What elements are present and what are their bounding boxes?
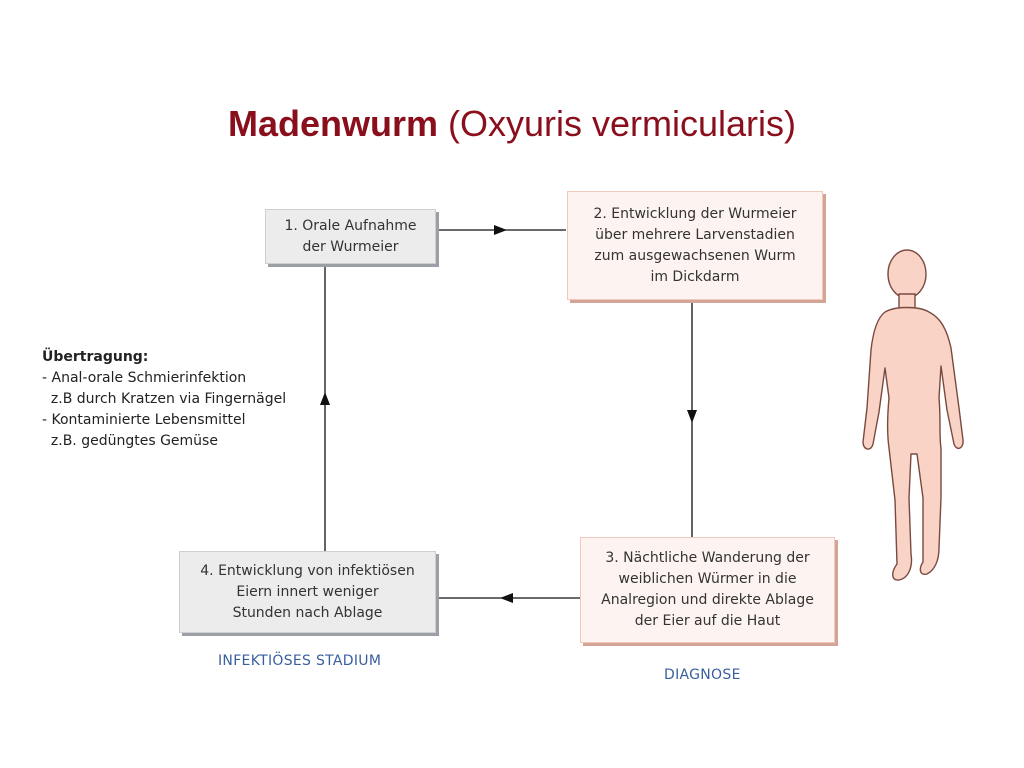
transmission-title: Übertragung: (42, 349, 149, 365)
diagnosis-label: DIAGNOSE (664, 667, 741, 683)
step-3-box: 3. Nächtliche Wanderung der weiblichen W… (580, 537, 835, 643)
step-4-text: 4. Entwicklung von infektiösen Eiern inn… (200, 562, 415, 621)
transmission-line: - Anal-orale Schmierinfektion (42, 370, 247, 386)
arrowhead-step3-to-step4 (500, 593, 513, 603)
infectious-stage-label: INFEKTIÖSES STADIUM (218, 653, 382, 669)
transmission-line: z.B durch Kratzen via Fingernägel (42, 391, 287, 407)
arrowhead-step1-to-step2 (494, 225, 507, 235)
step-1-box: 1. Orale Aufnahme der Wurmeier (265, 209, 436, 264)
step-2-text: 2. Entwicklung der Wurmeier über mehrere… (593, 205, 797, 285)
arrowhead-step2-to-step3 (687, 410, 697, 423)
step-1-text: 1. Orale Aufnahme der Wurmeier (284, 217, 417, 255)
transmission-line: - Kontaminierte Lebensmittel (42, 412, 246, 428)
title-main: Madenwurm (227, 103, 438, 144)
slide-title: Madenwurm (Oxyuris vermicularis) (0, 100, 1024, 148)
transmission-line: z.B. gedüngtes Gemüse (42, 433, 218, 449)
arrowhead-step4-to-step1 (320, 392, 330, 405)
transmission-info: Übertragung: - Anal-orale Schmierinfekti… (42, 347, 332, 452)
title-sub: (Oxyuris vermicularis) (448, 103, 797, 144)
step-3-text: 3. Nächtliche Wanderung der weiblichen W… (601, 550, 814, 629)
step-4-box: 4. Entwicklung von infektiösen Eiern inn… (179, 551, 436, 633)
human-body-icon (862, 249, 964, 581)
step-2-box: 2. Entwicklung der Wurmeier über mehrere… (567, 191, 823, 300)
